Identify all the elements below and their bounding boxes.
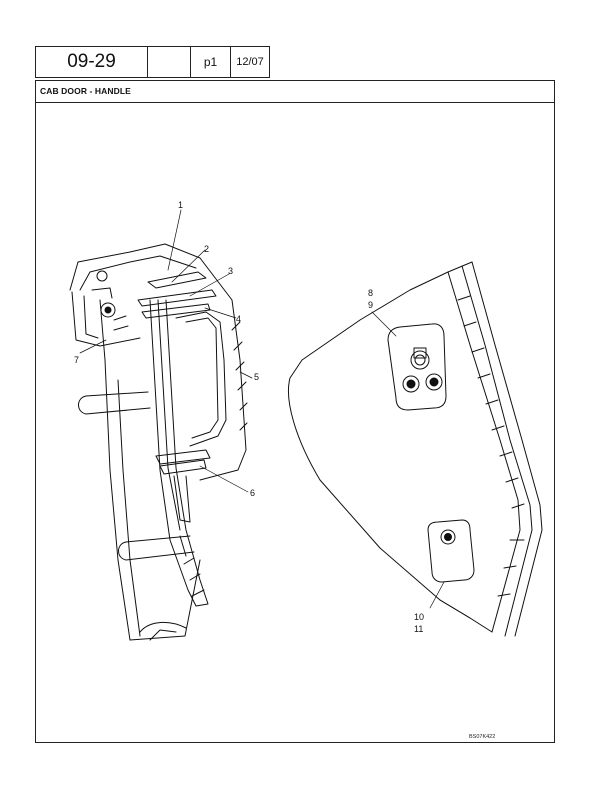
callout-10: 10 (414, 612, 424, 622)
handle-assembly-left (69, 243, 248, 641)
callout-11: 11 (414, 624, 423, 634)
reference-code: BS07K422 (469, 734, 495, 740)
callout-1: 1 (178, 200, 183, 210)
door-panel-right (287, 261, 543, 637)
section-code: 09-29 (35, 46, 147, 78)
revision-date: 12/07 (230, 46, 270, 78)
page-number: p1 (190, 46, 230, 78)
title-row: CAB DOOR - HANDLE (36, 81, 554, 103)
callout-5: 5 (254, 372, 259, 382)
callout-3: 3 (228, 266, 233, 276)
callout-7: 7 (74, 355, 79, 365)
header-table: 09-29 p1 12/07 (35, 46, 270, 80)
callout-labels: 1 2 3 4 5 6 7 8 9 10 11 (74, 200, 424, 634)
page-title: CAB DOOR - HANDLE (40, 86, 131, 96)
blank-cell (147, 46, 190, 78)
callout-6: 6 (250, 488, 255, 498)
callout-2: 2 (204, 244, 209, 254)
callout-9: 9 (368, 300, 373, 310)
callout-8: 8 (368, 288, 373, 298)
callout-4: 4 (236, 314, 241, 324)
drawing-frame: CAB DOOR - HANDLE (35, 80, 555, 743)
leader-lines (79, 209, 445, 609)
